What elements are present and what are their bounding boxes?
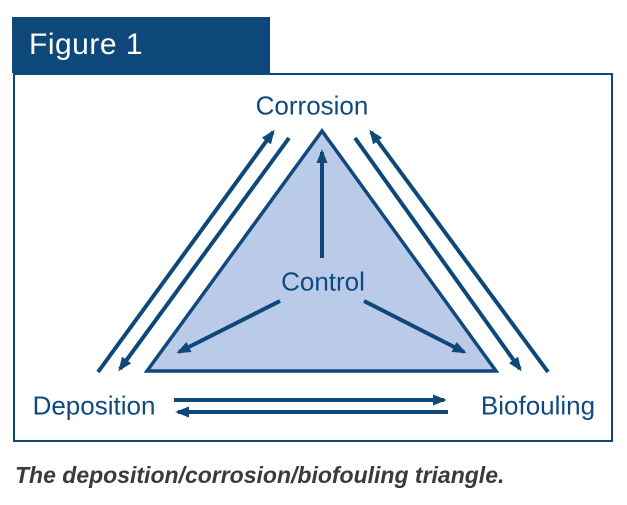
node-label-corrosion: Corrosion	[255, 90, 369, 121]
figure-header-label: Figure 1	[29, 28, 144, 61]
arrow-corrosion-to-biofouling	[353, 136, 522, 372]
figure-header-tab: Figure 1	[12, 17, 270, 73]
arrow-deposition-to-corrosion	[96, 129, 275, 374]
node-label-biofouling: Biofouling	[480, 390, 596, 421]
arrow-control-to-deposition	[176, 299, 281, 354]
node-label-control: Control	[281, 266, 365, 297]
node-label-deposition: Deposition	[32, 390, 156, 421]
arrow-biofouling-to-corrosion	[369, 129, 550, 374]
triangle-diagram	[96, 128, 550, 418]
arrow-control-to-biofouling	[363, 299, 467, 354]
arrow-corrosion-to-deposition	[118, 136, 291, 372]
figure-caption: The deposition/corrosion/biofouling tria…	[15, 462, 505, 488]
